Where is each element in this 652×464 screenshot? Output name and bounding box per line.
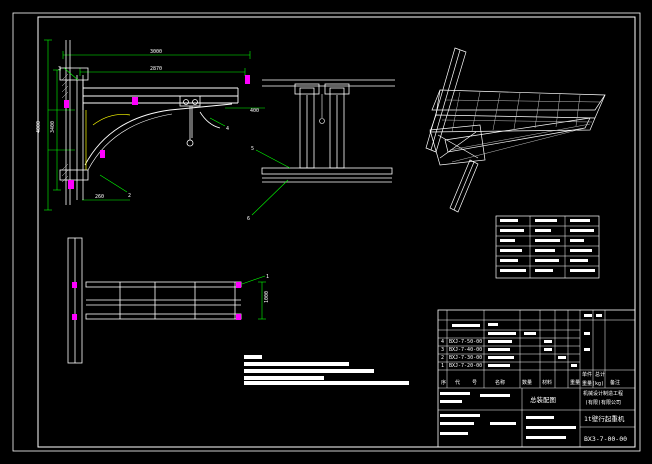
dim-plan-width: 1000 [264,291,270,303]
part-row-2-no: 2 [441,355,444,361]
isometric-view [425,47,606,213]
notes-table [495,215,600,279]
dim-height-pillar: 3400 [50,121,56,133]
side-view: 5 6 [247,79,395,222]
header-name: 名称 [495,379,505,386]
part-row-4-code: BXJ-7-50-00 [449,339,482,345]
technical-notes [244,355,409,385]
label-item-1: 1 [266,274,269,280]
label-item-4: 4 [226,126,229,132]
dim-base: 260 [95,194,104,200]
company-line-1: 机械设计制造工程 [583,390,623,397]
part-row-3-no: 3 [441,347,444,353]
outer-frame [12,12,641,452]
drawing-title: 总装配图 [530,395,556,404]
label-item-6: 6 [247,216,250,222]
drawing-code: BX3-7-00-00 [584,435,627,443]
product-name: 1t壁行起重机 [584,414,625,423]
dim-offset-right: 400 [250,108,259,114]
inner-frame [37,16,636,448]
header-weight: 重量 [570,379,580,386]
part-row-4-no: 4 [441,339,444,345]
part-row-1-code: BXJ-7-20-00 [449,363,482,369]
header-code-2: 号 [472,380,477,386]
company-line-2: (有限)有限公司 [585,399,621,406]
dim-height-total: 4000 [36,121,42,133]
header-remark: 备注 [610,379,620,386]
part-row-2-code: BXJ-7-30-00 [449,355,482,361]
header-qty: 数量 [522,379,532,386]
plan-view: 1000 1 [67,237,270,364]
weight-unit: 重量(kg) [582,380,604,387]
front-view: 3000 2870 4000 3400 400 260 [36,39,265,211]
part-row-3-code: BXJ-7-40-00 [449,347,482,353]
dim-span-total: 3000 [150,49,162,55]
header-seq: 序 [441,379,446,386]
title-block: 4 BXJ-7-50-00 3 BXJ-7-40-00 2 BXJ-7-30-0… [437,309,636,448]
weight-heading: 单件 总计 [582,371,605,378]
label-item-5: 5 [251,146,254,152]
header-code-1: 代 [455,379,460,386]
label-item-2: 2 [128,193,131,199]
header-material: 材料 [542,379,552,386]
label-item-3: 3 [58,66,61,72]
dim-span-inner: 2870 [150,66,162,72]
part-row-1-no: 1 [441,363,444,369]
